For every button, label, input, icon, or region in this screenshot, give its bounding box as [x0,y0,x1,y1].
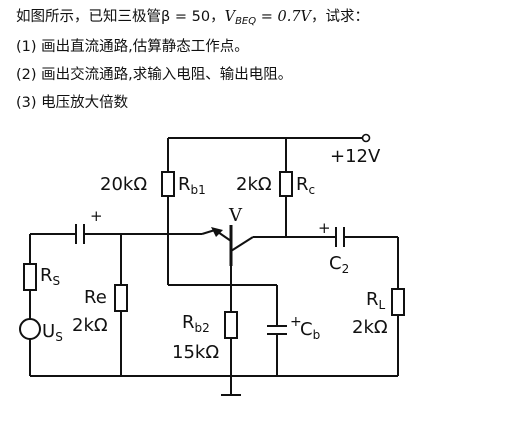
c2-sub: 2 [341,262,350,276]
rl-label: RL [366,290,385,315]
rb1-name: R [178,174,191,195]
re-label: Re [84,287,107,308]
question-line-1: 如图所示，已知三极管β = 50，VBEQ = 0.7V，试求： [16,8,369,31]
rl-name: R [366,289,379,310]
rc-value: 2kΩ [236,174,272,195]
rl-value: 2kΩ [352,317,388,338]
rb2-sub: b2 [194,321,210,335]
rb1-value: 20kΩ [100,174,148,195]
transistor-collector-leg [230,236,254,252]
c2-name: C [329,253,342,274]
question-item-1: (1) 画出直流通路,估算静态工作点。 [16,39,249,55]
cb-label: Cb [300,320,320,345]
transistor-label: V [229,205,242,226]
rb2-name: R [182,312,195,333]
us-name: U [42,321,56,342]
c2-label: C2 [329,254,349,279]
us-sub: S [55,330,63,344]
emitter-wire [201,229,216,235]
cb-plus-mark: + [290,314,302,330]
supply-terminal [361,133,371,143]
us-label: US [42,322,63,347]
rb2-resistor [224,311,238,339]
vbeq-value: = 0.7V [256,9,312,25]
vbeq-symbol: V [224,9,236,25]
rs-resistor [23,263,37,291]
cb-name: C [300,319,313,340]
question-suffix: ，试求： [311,9,370,25]
rb1-label: Rb1 [178,175,206,200]
us-source-icon [19,318,41,340]
supply-label: +12V [330,146,381,167]
cb-sub: b [312,328,321,342]
re-value: 2kΩ [72,315,108,336]
rb1-sub: b1 [190,183,206,197]
rc-label: Rc [296,175,315,200]
rb2-label: Rb2 [182,313,210,338]
re-resistor [114,284,128,312]
vbeq-subscript: BEQ [235,16,257,27]
rs-name: R [40,265,53,286]
rl-sub: L [378,298,386,312]
question-item-3: (3) 电压放大倍数 [16,95,129,111]
rb2-value: 15kΩ [172,342,220,363]
rs-label: RS [40,266,60,291]
question-intro: 如图所示，已知三极管β = 50， [16,9,225,25]
rc-sub: c [308,183,316,197]
emitter-arrow-icon [211,227,223,237]
rc-resistor [279,171,293,197]
question-item-2: (2) 画出交流通路,求输入电阻、输出电阻。 [16,67,293,83]
rb1-resistor [161,171,175,197]
c1-plus-mark: + [90,207,103,225]
rs-sub: S [52,274,61,288]
rc-name: R [296,174,309,195]
rl-resistor [391,288,405,316]
c2-plus-mark: + [318,219,331,237]
